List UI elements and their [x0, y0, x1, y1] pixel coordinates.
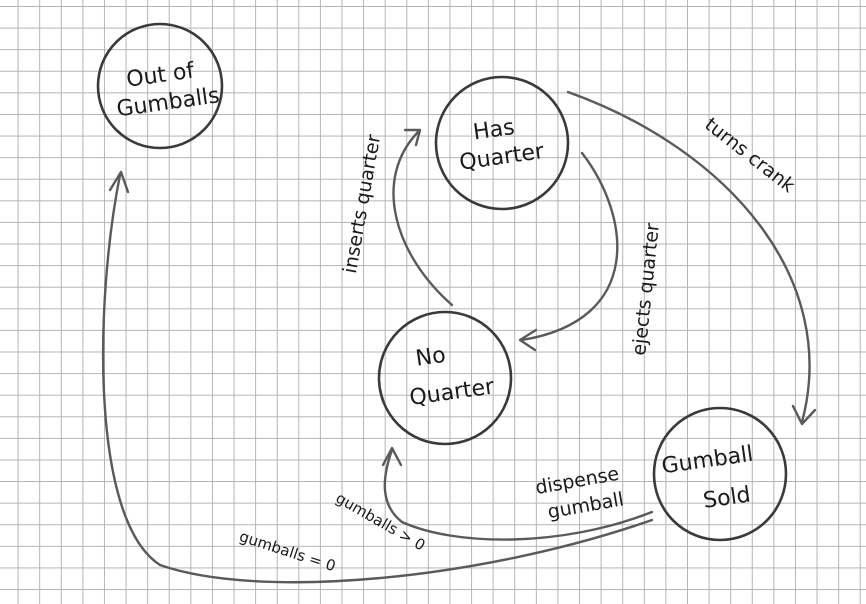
label-inserts-quarter: inserts quarter [339, 133, 385, 275]
state-has-quarter: Has Quarter [434, 75, 570, 211]
arrow-dispense-gumball [383, 448, 654, 541]
state-gumball-sold: Gumball Sold [652, 406, 788, 542]
arrowhead-dispense-gumball [381, 446, 403, 467]
arrowhead-inserts-quarter [403, 128, 422, 147]
transition-dispense-gumball: dispense gumball gumballs > 0 [333, 446, 654, 555]
state-circle-has-quarter [434, 75, 570, 211]
arrowhead-turns-crank [791, 404, 817, 426]
state-circle-no-quarter [377, 310, 513, 446]
label-ejects-quarter: ejects quarter [628, 222, 664, 357]
state-label-line2: Sold [702, 482, 753, 513]
transition-ejects-quarter: ejects quarter [518, 151, 664, 357]
arrow-turns-crank [566, 90, 811, 424]
label-turns-crank: turns crank [700, 113, 799, 197]
arrow-ejects-quarter [520, 151, 619, 342]
state-label-line2: Quarter [458, 139, 547, 176]
arrowhead-gumballs-zero [108, 170, 130, 194]
transition-inserts-quarter: inserts quarter [339, 128, 454, 307]
state-circle-gumball-sold [652, 406, 788, 542]
condition-gumballs-equals-zero: gumballs = 0 [237, 527, 338, 575]
state-label-line1: No [414, 343, 447, 372]
arrow-inserts-quarter [392, 130, 454, 307]
arrowhead-ejects-quarter [518, 328, 538, 352]
state-circle-out-of-gumballs [96, 22, 224, 150]
state-label-line1: Gumball [660, 442, 755, 480]
state-label-line1: Has [472, 115, 517, 146]
arrow-gumballs-zero [101, 173, 654, 584]
state-no-quarter: No Quarter [377, 310, 513, 446]
state-out-of-gumballs: Out of Gumballs [96, 22, 224, 150]
transition-turns-crank: turns crank [566, 90, 817, 426]
condition-gumballs-greater-than-zero: gumballs > 0 [333, 489, 429, 555]
state-label-line2: Quarter [408, 374, 497, 411]
